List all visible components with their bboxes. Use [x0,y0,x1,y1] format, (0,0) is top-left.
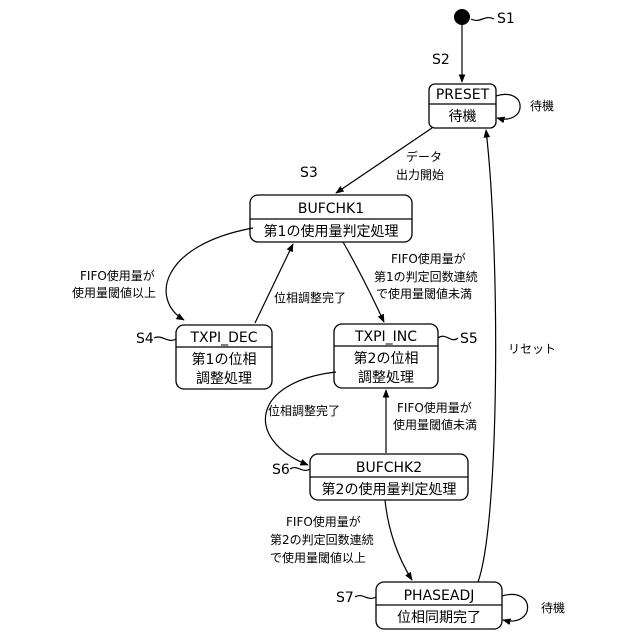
state-txpi-dec-body-2: 調整処理 [196,371,252,387]
leader-s6 [290,468,310,471]
leader-s5 [438,336,458,339]
ref-s1: S1 [497,11,515,27]
label-bufchk1-to-inc-1: FIFO使用量が [391,251,466,266]
state-bufchk1-name: BUFCHK1 [298,201,364,217]
state-preset-body: 待機 [449,109,477,125]
label-bufchk1-to-inc-3: で使用量閾値未満 [376,286,472,301]
state-phaseadj-name: PHASEADJ [404,588,475,604]
label-bufchk1-to-dec-2: 使用量閾値以上 [72,285,156,300]
label-bufchk1-to-inc-2: 第1の判定回数連続 [374,269,478,284]
state-txpi-dec-name: TXPI_DEC [189,330,257,346]
edge-inc-to-bufchk2 [265,372,336,465]
leader-s7 [355,596,376,599]
edge-bufchk1-to-dec [166,228,253,320]
state-preset: PRESET 待機 [429,84,496,128]
leader-s4 [154,337,176,340]
edge-preset-self [496,94,520,119]
ref-s6: S6 [272,462,290,478]
edge-bufchk2-to-phaseadj [385,500,412,580]
label-preset-to-bufchk1-1: データ [406,149,442,164]
state-bufchk1-body: 第1の使用量判定処理 [264,223,399,240]
edge-phaseadj-to-preset [478,130,496,582]
label-bufchk2-to-phaseadj-3: で使用量閾値以上 [270,550,366,565]
label-bufchk1-to-dec-1: FIFO使用量が [80,268,155,283]
label-bufchk2-to-phaseadj-2: 第2の判定回数連続 [270,532,374,547]
ref-s2: S2 [432,52,450,68]
initial-state-dot [454,9,470,25]
state-bufchk2-name: BUFCHK2 [356,460,422,476]
label-preset-to-bufchk1-2: 出力開始 [396,168,444,182]
state-txpi-inc-name: TXPI_INC [354,329,417,345]
label-bufchk2-to-phaseadj-1: FIFO使用量が [286,514,361,529]
label-preset-self: 待機 [530,98,554,113]
state-preset-name: PRESET [436,87,490,103]
ref-s5: S5 [460,331,478,347]
state-txpi-dec: TXPI_DEC 第1の位相 調整処理 [176,325,272,389]
state-phaseadj-body: 位相同期完了 [397,610,481,626]
state-txpi-inc-body-1: 第2の位相 [354,350,419,367]
leader-s1 [471,18,494,21]
label-phaseadj-to-preset: リセット [508,342,556,356]
label-bufchk2-to-inc-2: 使用量閾値未満 [393,417,477,432]
state-bufchk1: BUFCHK1 第1の使用量判定処理 [250,195,412,242]
state-txpi-inc: TXPI_INC 第2の位相 調整処理 [334,324,438,388]
state-bufchk2: BUFCHK2 第2の使用量判定処理 [310,454,468,500]
ref-s7: S7 [336,590,354,606]
label-inc-to-bufchk2: 位相調整完了 [268,403,340,418]
ref-s3: S3 [300,165,318,181]
state-txpi-inc-body-2: 調整処理 [358,370,414,386]
label-bufchk2-to-inc-1: FIFO使用量が [397,400,472,415]
ref-s4: S4 [136,331,154,347]
edge-dec-to-bufchk1 [255,244,293,323]
edge-phaseadj-self [502,594,528,621]
state-bufchk2-body: 第2の使用量判定処理 [322,481,457,498]
state-txpi-dec-body-1: 第1の位相 [192,351,257,368]
label-dec-to-bufchk1: 位相調整完了 [274,290,346,305]
state-phaseadj: PHASEADJ 位相同期完了 [376,582,502,629]
label-phaseadj-self: 待機 [541,600,565,615]
